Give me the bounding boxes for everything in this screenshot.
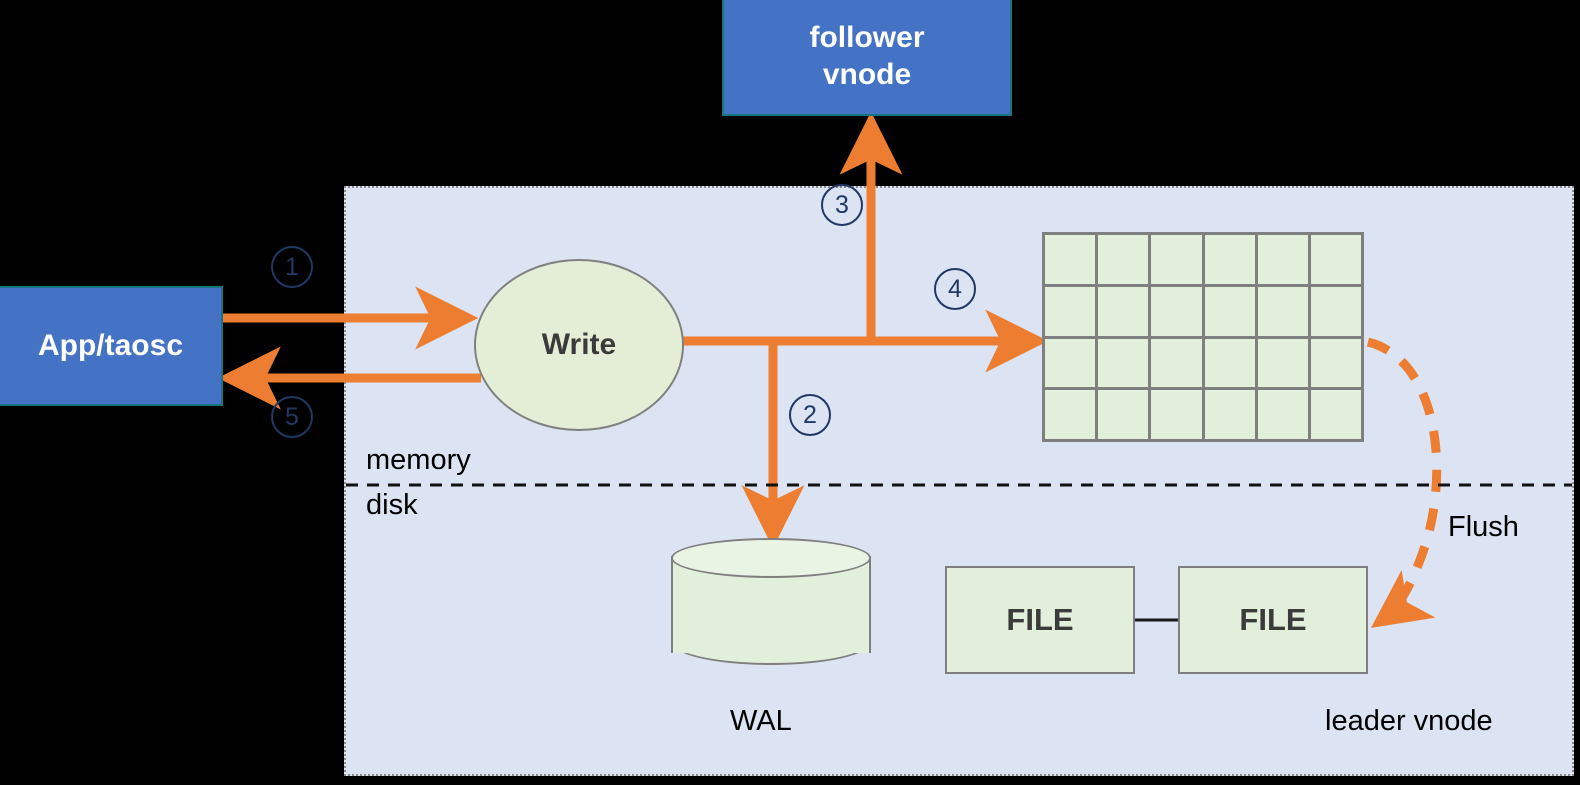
disk-label: disk	[366, 489, 418, 521]
step-marker-1: 1	[271, 246, 313, 288]
step-marker-5: 5	[271, 396, 313, 438]
wal-cylinder[interactable]	[671, 538, 871, 671]
memtable-cell	[1257, 390, 1308, 439]
memtable-cell	[1151, 338, 1202, 388]
step-marker-4: 4	[934, 268, 976, 310]
memtable-cell	[1045, 235, 1096, 284]
memtable-cell	[1310, 235, 1361, 284]
memtable-cell	[1151, 235, 1202, 284]
app-taosc-label: App/taosc	[37, 329, 184, 362]
app-taosc-box[interactable]: App/taosc	[0, 286, 223, 406]
memtable-cell	[1045, 338, 1096, 388]
follower-vnode-label-line1: follower	[809, 21, 925, 55]
memtable-cell	[1257, 286, 1308, 336]
flush-label: Flush	[1448, 511, 1519, 543]
memtable-cell	[1151, 286, 1202, 336]
memtable-cell	[1204, 338, 1255, 388]
memtable-cell	[1151, 390, 1202, 439]
memtable-cell	[1098, 390, 1149, 439]
memtable-cell	[1045, 390, 1096, 439]
memtable-cell	[1310, 338, 1361, 388]
follower-vnode-box[interactable]: follower vnode	[722, 0, 1012, 116]
memtable-cell	[1204, 390, 1255, 439]
memory-label: memory	[366, 444, 471, 476]
follower-vnode-label-line2: vnode	[822, 58, 912, 91]
memtable-cell	[1098, 235, 1149, 284]
memtable-cell	[1045, 286, 1096, 336]
write-node-label: Write	[541, 328, 617, 361]
step-marker-3: 3	[821, 184, 863, 226]
write-node[interactable]: Write	[474, 259, 684, 431]
memtable-cell	[1098, 338, 1149, 388]
leader-vnode-label: leader vnode	[1325, 705, 1493, 737]
memtable-cell	[1204, 235, 1255, 284]
step-marker-2: 2	[789, 394, 831, 436]
wal-cylinder-top	[671, 538, 871, 578]
memtable-cell	[1310, 286, 1361, 336]
file-box-1[interactable]: FILE	[945, 566, 1135, 674]
memtable-cell	[1257, 235, 1308, 284]
file-box-2-label: FILE	[1239, 602, 1307, 637]
file-box-1-label: FILE	[1006, 602, 1074, 637]
memtable-cell	[1257, 338, 1308, 388]
memtable-cell	[1204, 286, 1255, 336]
memtable-grid[interactable]	[1042, 232, 1364, 442]
wal-label: WAL	[730, 705, 792, 737]
memtable-cell	[1310, 390, 1361, 439]
memtable-cell	[1098, 286, 1149, 336]
file-box-2[interactable]: FILE	[1178, 566, 1368, 674]
